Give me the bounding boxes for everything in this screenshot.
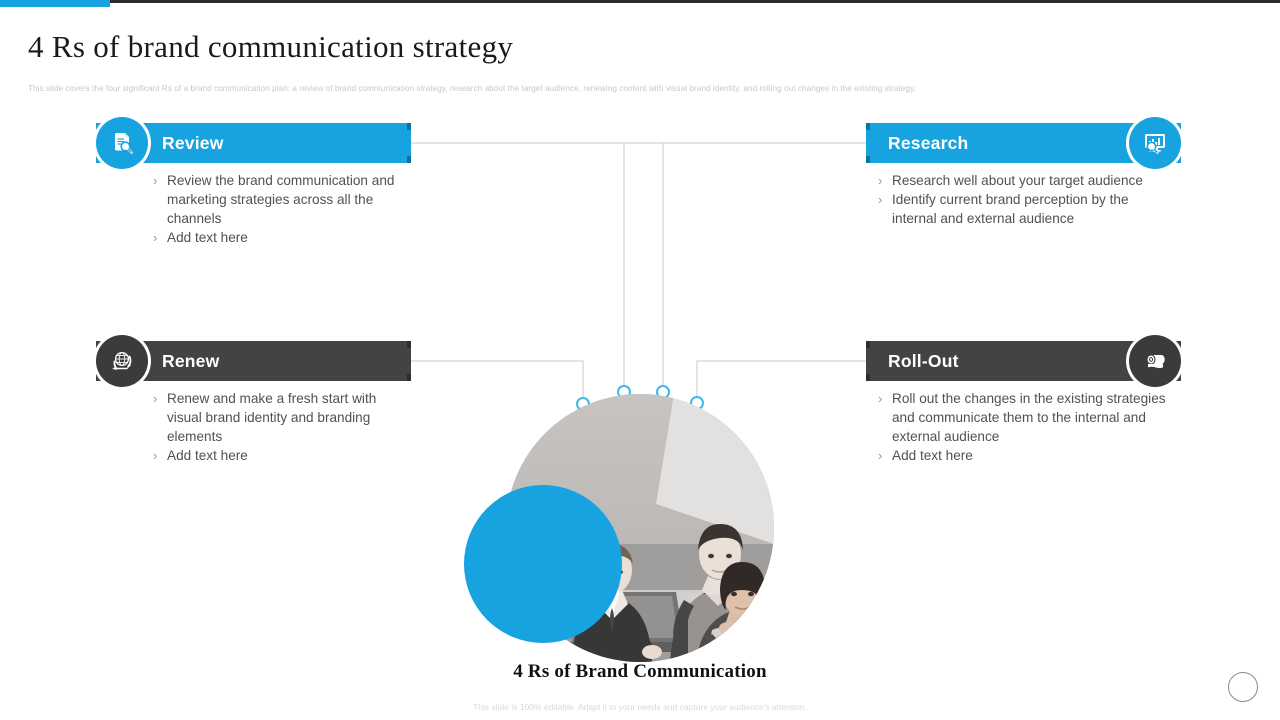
list-item: ›Add text here xyxy=(153,448,248,463)
list-item: ›Renew and make a fresh start with visua… xyxy=(153,391,377,444)
bar-notch xyxy=(866,374,870,381)
list-item: ›Roll out the changes in the existing st… xyxy=(878,391,1166,444)
card-renew-bullets: ›Renew and make a fresh start with visua… xyxy=(141,389,413,465)
bar-notch xyxy=(866,123,870,130)
center-caption: 4 Rs of Brand Communication xyxy=(513,661,767,682)
card-rollout-bullets: ›Roll out the changes in the existing st… xyxy=(866,389,1176,465)
bar-notch xyxy=(407,374,411,381)
chevron-right-icon: › xyxy=(878,192,883,207)
list-item: ›Identify current brand perception by th… xyxy=(878,192,1129,226)
corner-circle-marker xyxy=(1228,672,1258,702)
center-blue-overlay xyxy=(464,485,622,643)
bar-notch xyxy=(407,123,411,130)
bar-notch xyxy=(866,156,870,163)
bar-notch xyxy=(407,341,411,348)
card-research[interactable]: Research ›Research well about your xyxy=(866,117,1181,228)
monitor-search-icon xyxy=(1129,117,1181,169)
list-item: ›Review the brand communication and mark… xyxy=(153,173,395,226)
card-research-bullets: ›Research well about your target audienc… xyxy=(866,171,1176,228)
connector-review xyxy=(411,142,664,392)
chevron-right-icon: › xyxy=(153,230,158,245)
list-item: ›Research well about your target audienc… xyxy=(878,173,1143,188)
chevron-right-icon: › xyxy=(153,448,158,463)
list-item: ›Add text here xyxy=(878,448,973,463)
top-accent-bar xyxy=(0,0,110,7)
bar-notch xyxy=(866,341,870,348)
document-search-icon xyxy=(96,117,148,169)
card-rollout[interactable]: Roll-Out ›Roll out the changes in the ex… xyxy=(866,335,1181,465)
footer-note: This slide is 100% editable. Adapt it to… xyxy=(473,702,807,712)
page-subtitle: This slide covers the four significant R… xyxy=(28,84,916,93)
card-renew-header: Renew xyxy=(96,341,411,381)
chevron-right-icon: › xyxy=(153,391,158,406)
card-renew-title: Renew xyxy=(162,350,220,371)
card-research-title: Research xyxy=(888,132,969,153)
card-review[interactable]: Review ›Review the brand communication a… xyxy=(96,117,413,247)
chevron-right-icon: › xyxy=(878,391,883,406)
chevron-right-icon: › xyxy=(878,173,883,188)
chevron-right-icon: › xyxy=(878,448,883,463)
list-item: ›Add text here xyxy=(153,230,248,245)
card-rollout-header: Roll-Out xyxy=(866,341,1181,381)
card-review-bullets: ›Review the brand communication and mark… xyxy=(141,171,413,247)
bar-notch xyxy=(407,156,411,163)
refresh-globe-icon xyxy=(96,335,148,387)
card-research-header: Research xyxy=(866,123,1181,163)
card-review-title: Review xyxy=(162,132,224,153)
paper-roll-icon xyxy=(1129,335,1181,387)
card-renew[interactable]: Renew ›Renew and make a fresh start with… xyxy=(96,335,413,465)
card-review-header: Review xyxy=(96,123,411,163)
top-rule xyxy=(0,0,1280,3)
card-rollout-title: Roll-Out xyxy=(888,350,959,371)
chevron-right-icon: › xyxy=(153,173,158,188)
connector-research xyxy=(623,142,869,392)
page-title: 4 Rs of brand communication strategy xyxy=(28,29,514,64)
